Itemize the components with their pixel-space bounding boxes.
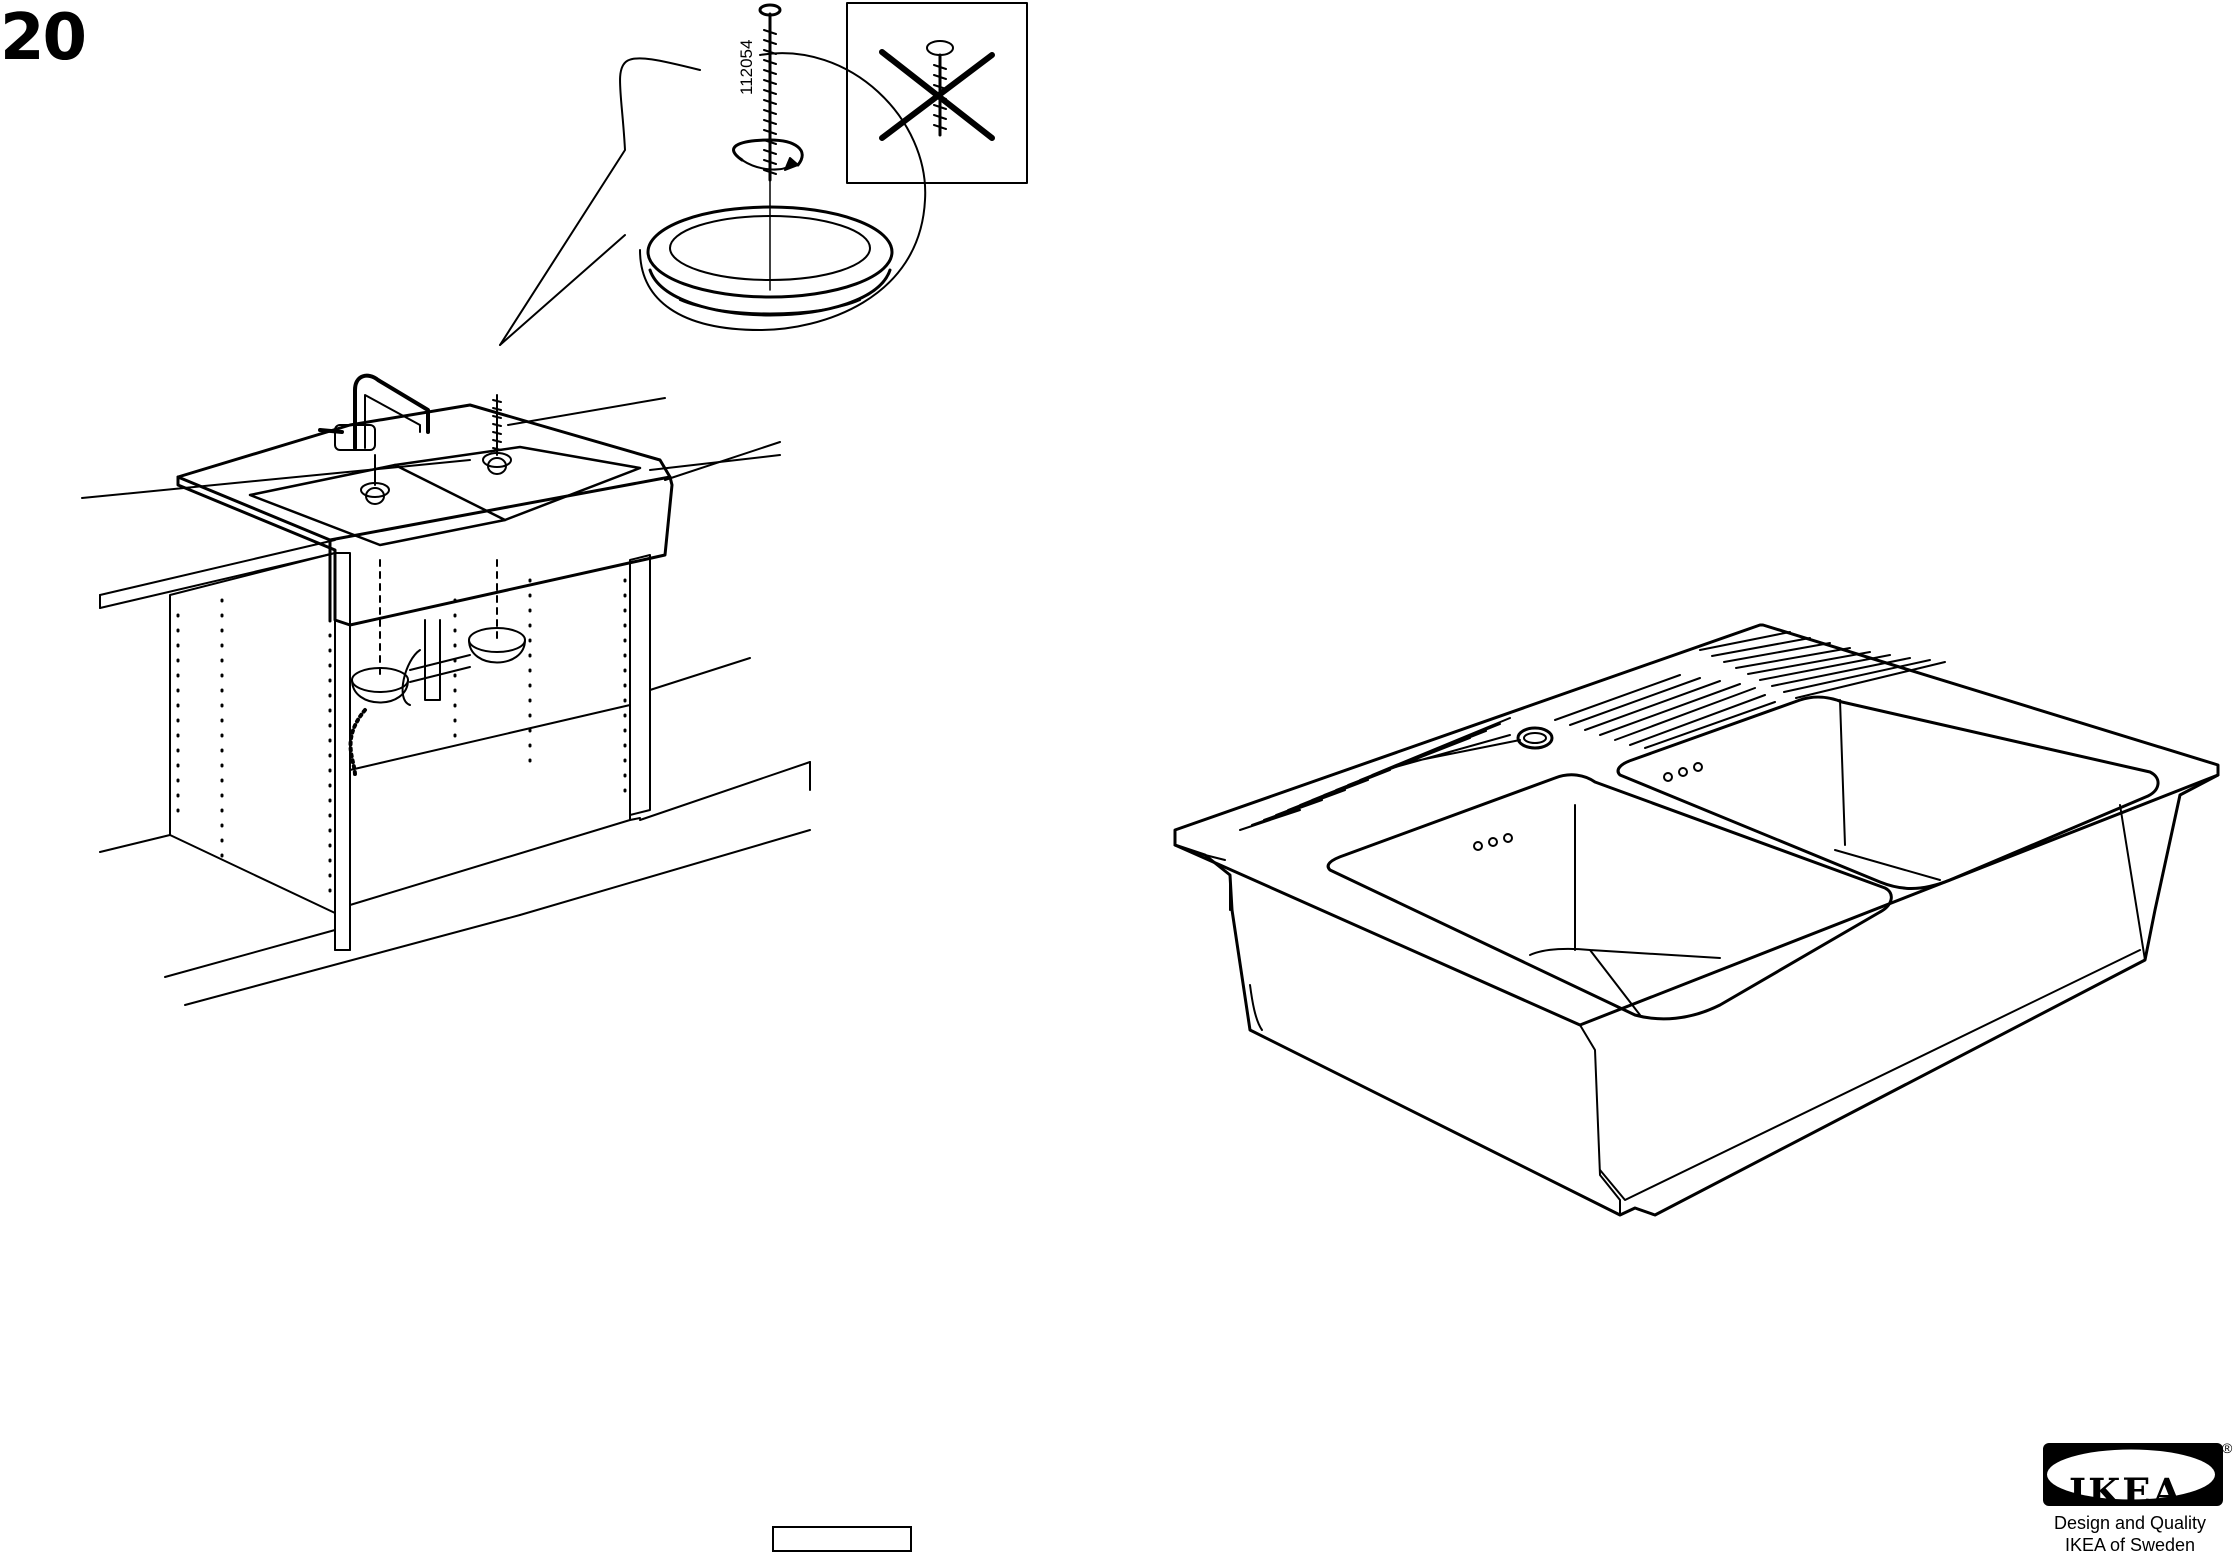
tagline-line-2: IKEA of Sweden xyxy=(2030,1534,2230,1556)
double-sink-illustration xyxy=(1175,625,2218,1215)
long-screw-icon xyxy=(760,5,780,290)
ikea-brand: IKEA xyxy=(2036,1470,2216,1514)
tagline-line-1: Design and Quality xyxy=(2030,1512,2230,1534)
rotate-arrow-icon xyxy=(734,140,803,170)
registered-mark: ® xyxy=(2222,1440,2232,1456)
page-number-box xyxy=(772,1526,912,1552)
screw-article-number: 112054 xyxy=(737,40,756,95)
ikea-tagline: Design and Quality IKEA of Sweden xyxy=(2030,1512,2230,1556)
faucet-icon xyxy=(320,376,428,450)
installed-sink-illustration xyxy=(82,376,810,1005)
detail-callout: 112054 xyxy=(500,5,925,345)
prohibited-screw-box xyxy=(847,3,1027,183)
